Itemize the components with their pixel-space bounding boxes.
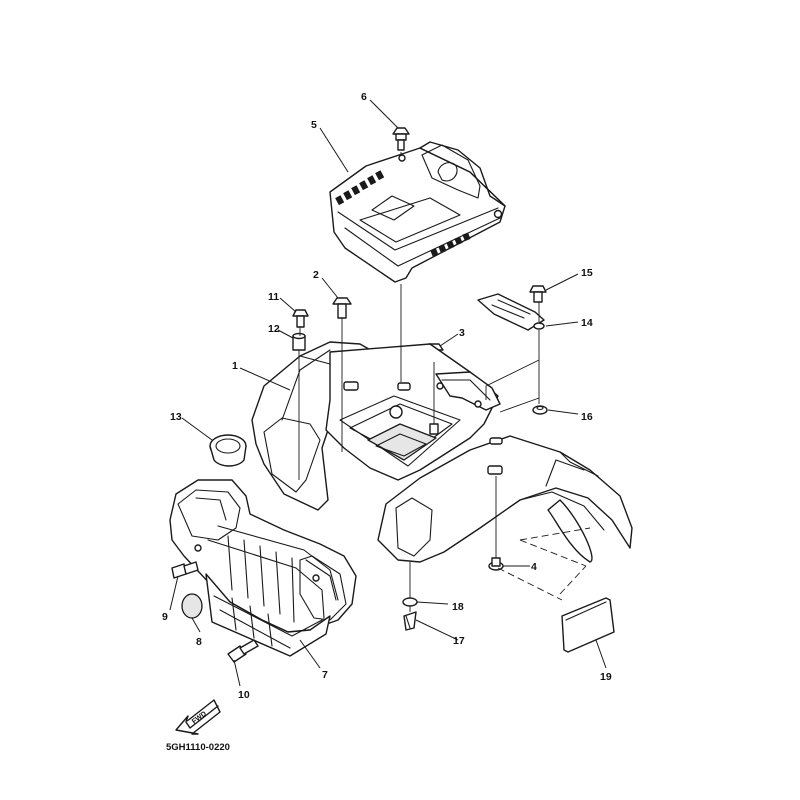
cover-vent-slots-left xyxy=(335,170,385,206)
part-16-grommet xyxy=(532,405,548,415)
callout-14: 14 xyxy=(581,317,593,329)
part-9-screw xyxy=(171,561,199,579)
assembly-axes xyxy=(298,152,540,612)
part-1-front-fender xyxy=(251,341,633,563)
part-13-ring xyxy=(209,434,247,467)
fwd-direction-badge: FWD xyxy=(175,699,221,735)
part-8-seal xyxy=(181,593,203,619)
part-7-inner-duct xyxy=(169,479,357,657)
callout-2: 2 xyxy=(313,269,319,281)
callout-16: 16 xyxy=(581,411,593,423)
callout-6: 6 xyxy=(361,91,367,103)
part-2-bolt xyxy=(332,297,352,319)
part-11-screw xyxy=(292,309,309,328)
callout-labels: 1 2 3 4 5 6 7 8 9 10 11 12 13 14 15 16 1… xyxy=(162,91,612,701)
callout-3: 3 xyxy=(459,327,465,339)
cover-vent-slots-right xyxy=(430,232,471,258)
callout-18: 18 xyxy=(452,601,464,613)
part-code: 5GH1110-0220 xyxy=(166,742,230,753)
callout-19: 19 xyxy=(600,671,612,683)
callout-5: 5 xyxy=(311,119,317,131)
part-17-clip xyxy=(403,611,417,631)
callout-7: 7 xyxy=(322,669,328,681)
part-4-grommet xyxy=(488,557,504,571)
part-10-bolt xyxy=(227,639,259,663)
leader-lines xyxy=(169,99,607,687)
part-15-screw xyxy=(529,285,547,303)
part-14-washer xyxy=(533,322,545,330)
callout-15: 15 xyxy=(581,267,593,279)
callout-12: 12 xyxy=(268,323,280,335)
part-6-screw xyxy=(392,127,410,151)
part-12-collar xyxy=(292,332,306,351)
part-18-washer xyxy=(402,597,418,607)
assembly-dashed-lines xyxy=(497,527,591,601)
callout-9: 9 xyxy=(162,611,168,623)
part-5-top-cover xyxy=(329,141,506,283)
callout-11: 11 xyxy=(268,291,279,303)
callout-4: 4 xyxy=(531,561,537,573)
callout-8: 8 xyxy=(196,636,202,648)
part-19-panel xyxy=(561,597,615,653)
part-14-bracket xyxy=(477,293,545,331)
callout-17: 17 xyxy=(453,635,465,647)
callout-13: 13 xyxy=(170,411,182,423)
callout-1: 1 xyxy=(232,360,238,372)
callout-10: 10 xyxy=(238,689,250,701)
